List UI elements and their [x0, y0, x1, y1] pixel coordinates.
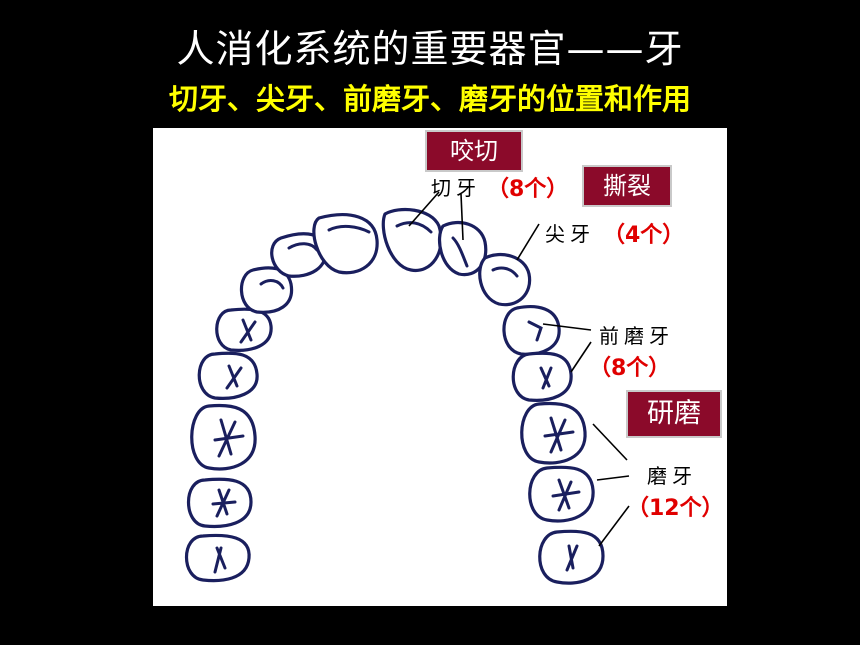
tooth-left-premolar-1 [215, 307, 273, 352]
count-incisor: （8个） [487, 177, 569, 202]
leader-incisor-1 [408, 191, 440, 227]
leader-incisor-2 [460, 193, 464, 241]
tooth-left-molar-1 [190, 403, 257, 471]
leader-molar-1 [592, 423, 628, 461]
function-box-grind: 研磨 [626, 390, 722, 438]
dental-arch-drawing [184, 191, 630, 585]
label-incisor: 切牙 [431, 176, 481, 200]
label-canine: 尖牙 [545, 222, 595, 246]
leader-premolar-2 [570, 341, 592, 373]
tooth-left-premolar-2 [197, 351, 259, 400]
leader-premolar-1 [542, 323, 592, 331]
leader-molar-3 [598, 505, 630, 547]
count-premolar: （8个） [589, 356, 671, 381]
count-canine: （4个） [603, 223, 685, 248]
function-box-bite: 咬切 [425, 130, 523, 172]
count-molar: （12个） [627, 496, 724, 521]
leader-canine [516, 223, 540, 261]
tooth-right-canine [478, 252, 532, 307]
tooth-right-premolar-2 [511, 351, 573, 402]
tooth-right-central-incisor [381, 207, 443, 272]
dental-arch-diagram: 切牙 （8个） 尖牙 （4个） 前磨牙 （8个） 磨牙 （12个） [153, 128, 727, 606]
label-premolar: 前磨牙 [599, 324, 674, 348]
function-box-tear: 撕裂 [582, 165, 672, 207]
tooth-right-molar-1 [520, 401, 587, 465]
slide-title: 人消化系统的重要器官——牙 [176, 27, 684, 71]
slide-subtitle: 切牙、尖牙、前磨牙、磨牙的位置和作用 [168, 82, 691, 116]
tooth-right-premolar-1 [502, 305, 561, 356]
leader-molar-2 [596, 475, 630, 481]
label-molar: 磨牙 [647, 464, 697, 488]
